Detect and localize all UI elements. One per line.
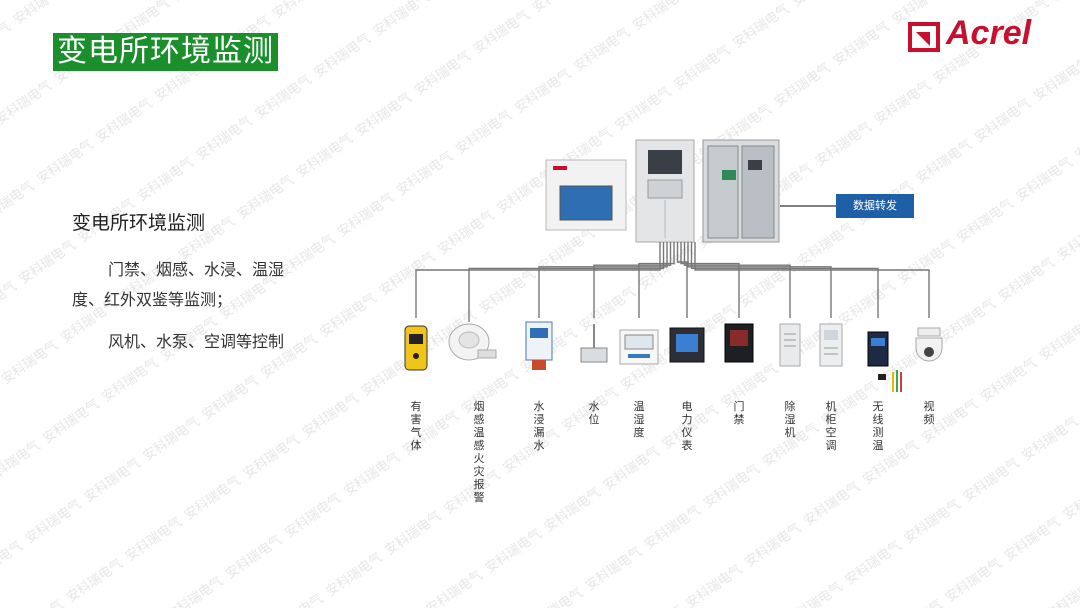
description-heading: 变电所环境监测	[72, 212, 206, 234]
access-control-icon	[724, 323, 754, 363]
wireless-temperature-sensor-icon	[867, 331, 902, 392]
bus-line	[415, 242, 661, 318]
device-label: 机柜空调	[825, 400, 837, 452]
bus-line	[680, 242, 740, 318]
dome-camera-icon	[915, 327, 943, 362]
description-line-1: 门禁、烟感、水浸、温湿	[108, 260, 285, 279]
bus-line	[468, 242, 665, 322]
page-title: 变电所环境监测	[53, 33, 278, 71]
bus-line	[683, 242, 791, 318]
water-level-sensor-icon	[580, 324, 608, 363]
description-line-2: 度、红外双鉴等监测；	[72, 290, 233, 309]
dehumidifier-icon	[779, 323, 801, 367]
acrel-logo: Acrel	[908, 14, 1058, 58]
data-forward-box: 数据转发	[836, 194, 914, 218]
device-label: 门禁	[733, 400, 745, 426]
wall-mounted-controller	[545, 159, 627, 231]
device-label: 烟感温感火灾报警	[473, 400, 485, 504]
bus-line	[538, 242, 668, 318]
power-meter-icon	[669, 327, 705, 363]
logo-text: Acrel	[946, 14, 1032, 52]
device-label: 水浸漏水	[533, 400, 545, 452]
bus-lines	[415, 242, 930, 322]
smoke-detector-icon	[448, 323, 497, 361]
bus-line	[638, 242, 675, 318]
device-label: 有害气体	[410, 400, 422, 452]
monitoring-cabinet	[635, 139, 695, 243]
gas-detector-icon	[404, 325, 428, 371]
description-line-3: 风机、水泵、空调等控制	[108, 332, 285, 351]
device-label: 视频	[923, 400, 935, 426]
device-label: 电力仪表	[681, 400, 693, 452]
acrel-logo-icon	[908, 22, 940, 52]
device-label: 除湿机	[784, 400, 796, 439]
bus-line	[694, 242, 930, 318]
device-label: 无线测温	[872, 400, 884, 452]
water-leak-sensor-icon	[525, 321, 553, 370]
cabinet-air-conditioner-icon	[819, 323, 843, 367]
bus-line	[690, 242, 879, 318]
device-label: 水位	[588, 400, 600, 426]
device-label: 温湿度	[633, 400, 645, 439]
bus-line	[593, 242, 672, 318]
temperature-humidity-sensor-icon	[619, 329, 659, 365]
bus-line	[676, 242, 688, 318]
switchgear-room	[702, 139, 780, 243]
bus-line	[687, 242, 832, 318]
